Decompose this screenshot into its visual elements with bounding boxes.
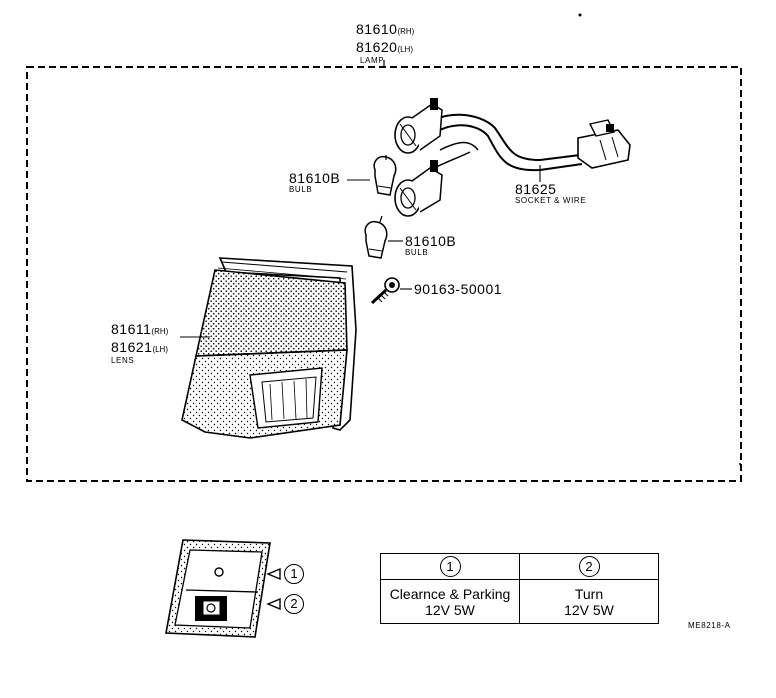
bulb-lower-shape — [364, 215, 403, 259]
location-marker-1 — [214, 567, 224, 577]
lens-part-rh: 81611 — [111, 321, 152, 337]
lens-name: LENS — [111, 356, 135, 365]
bulb-upper-shape — [347, 155, 397, 196]
lamp-side-lh: (LH) — [397, 45, 413, 54]
legend-col1-body: Clearnce & Parking 12V 5W — [380, 579, 520, 624]
bulb-upper-part: 81610B — [289, 170, 341, 186]
callout-2: 2 — [284, 594, 304, 614]
legend-num-2: 2 — [578, 556, 600, 577]
legend-col1-line1: Clearnce & Parking — [389, 585, 511, 602]
lamp-side-rh: (RH) — [397, 27, 415, 36]
screw-shape — [370, 277, 412, 305]
bulb-upper-name: BULB — [289, 185, 313, 194]
socket-upper — [394, 98, 443, 154]
legend-col1-header: 1 — [380, 553, 520, 580]
lens-part-lh: 81621 — [111, 339, 153, 355]
bulb-lower-label: 81610B BULB — [405, 234, 456, 257]
lamp-label: 81610(RH) 81620(LH) LAMP — [356, 22, 414, 65]
lens-upper — [194, 269, 348, 357]
bulb-legend-table: 1 2 Clearnce & Parking 12V 5W Turn 12V 5… — [380, 553, 659, 624]
bulb-upper-label: 81610B BULB — [289, 171, 340, 194]
socket-label: 81625 SOCKET & WIRE — [515, 182, 586, 205]
socket-lower — [394, 160, 443, 217]
socket-wire-assembly — [394, 98, 631, 217]
lamp-part-rh: 81610 — [356, 21, 398, 37]
lamp-name: LAMP — [360, 56, 385, 65]
socket-part: 81625 — [515, 181, 557, 197]
legend-col2-line1: Turn — [574, 585, 604, 602]
bulb-lower-part: 81610B — [405, 233, 457, 249]
lens-side-rh: (RH) — [151, 327, 169, 336]
lens-side-lh: (LH) — [152, 345, 168, 354]
legend-num-1: 1 — [439, 556, 461, 577]
lens-reflector — [249, 367, 323, 429]
legend-col2-line2: 12V 5W — [564, 601, 614, 618]
lamp-part-lh: 81620 — [356, 39, 398, 55]
screw-part: 90163-50001 — [414, 281, 503, 297]
socket-name: SOCKET & WIRE — [515, 196, 587, 205]
arrow-icon-1 — [266, 567, 281, 581]
legend-col1-line2: 12V 5W — [425, 601, 475, 618]
legend-col2-header: 2 — [519, 553, 659, 580]
wire-connector — [577, 119, 631, 169]
drawing-code: ME8218-A — [688, 621, 731, 630]
callout-1: 1 — [284, 564, 304, 584]
bulb-lower-name: BULB — [405, 248, 429, 257]
assembly-boundary — [26, 66, 742, 482]
lens-label: 81611(RH) 81621(LH) LENS — [111, 322, 168, 365]
arrow-icon-2 — [266, 597, 281, 611]
legend-col2-body: Turn 12V 5W — [519, 579, 659, 624]
lens-assembly — [180, 257, 357, 439]
location-view — [165, 539, 281, 638]
